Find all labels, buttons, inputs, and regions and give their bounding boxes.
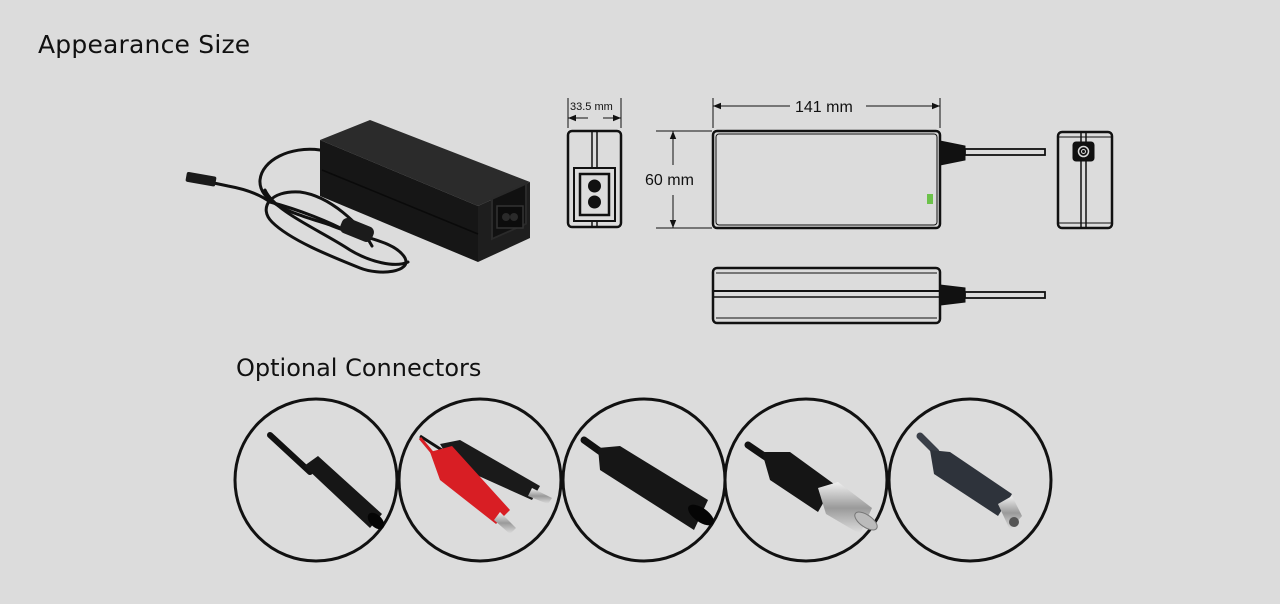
connector-xlr-metal: [723, 397, 889, 563]
connector-alligator-clips: [397, 397, 563, 563]
depth-dimension-label: 33.5 mm: [570, 101, 613, 113]
side-view-drawing: [711, 266, 1046, 325]
length-dimension-label: 141 mm: [795, 99, 853, 116]
connector-rca-plug: [887, 397, 1053, 563]
optional-connectors-title: Optional Connectors: [236, 354, 482, 382]
appearance-size-title: Appearance Size: [38, 30, 251, 59]
connector-xlr-black: [561, 397, 727, 563]
connector-dc-barrel: [233, 397, 399, 563]
adapter-photo: [185, 120, 530, 274]
end-view-ac-inlet: [566, 98, 623, 229]
width-dimension-label: 60 mm: [645, 172, 694, 189]
led-indicator: [927, 194, 933, 204]
top-view-drawing: [656, 98, 1046, 230]
end-view-dc-output: [1056, 130, 1114, 230]
connector-circles: [233, 397, 1053, 563]
